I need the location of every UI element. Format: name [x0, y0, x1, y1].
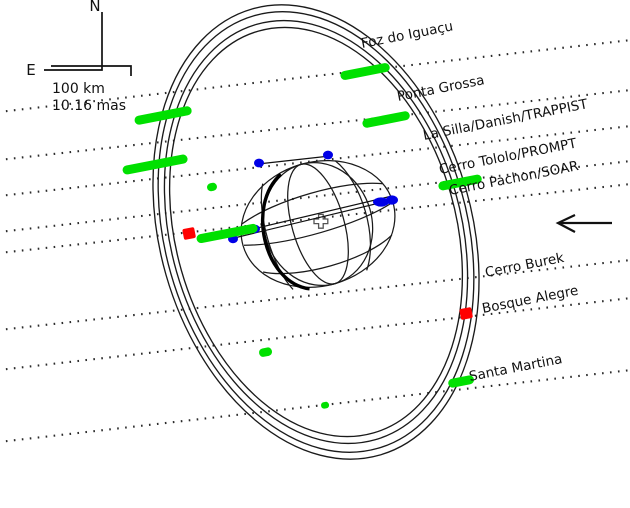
ring-detections-red: [182, 227, 473, 320]
body-parallel-1: [241, 182, 383, 225]
chord-path-cerro-pachon: [0, 183, 630, 254]
ring-strand-inner-2: [168, 26, 464, 438]
body-terminator: [260, 173, 310, 291]
body-chord-mid-2: [235, 195, 393, 234]
ring-system: [152, 4, 480, 460]
compass-lines: [44, 12, 103, 71]
body-center-cross-icon: [313, 213, 329, 229]
body-meridian-4: [334, 160, 372, 271]
chord-path-cerro-tololo: [0, 160, 630, 233]
compass-north-label: N: [89, 0, 100, 15]
scale-length-label: 100 km: [52, 81, 105, 97]
ring-strand-inner-1: [163, 19, 469, 445]
station-label-santa-martina: Santa Martina: [468, 351, 564, 385]
body-parallel-2: [243, 202, 393, 246]
ring-strand-outer-2: [157, 11, 475, 453]
ring-strand-outer-1: [152, 4, 480, 460]
chord-path-cerro-burek: [0, 259, 630, 331]
ring-detections-green: [122, 63, 482, 409]
body-chord-upper: [257, 155, 331, 165]
chord-path-la-silla: [0, 125, 630, 197]
chord-path-foz-do-iguacu: [0, 39, 630, 113]
body-parallel-3: [262, 234, 393, 275]
chord-path-bosque-alegre: [0, 297, 630, 371]
compass-east-label: E: [26, 61, 35, 79]
motion-direction-arrow-icon: [555, 214, 612, 233]
body-meridian-3: [260, 183, 294, 290]
station-label-bosque-alegre: Bosque Alegre: [481, 283, 580, 317]
station-label-cerro-burek: Cerro Burek: [484, 250, 566, 281]
scale-bar-line: [51, 65, 132, 76]
compass-rose: [44, 12, 103, 71]
chord-path-santa-martina: [0, 369, 630, 443]
scale-bar: [51, 65, 132, 76]
station-label-foz-do-iguacu: Foz do Iguaçu: [360, 18, 455, 52]
chord-path-ponta-grossa: [0, 89, 630, 161]
body-chord-mid: [233, 199, 393, 239]
scale-angular-label: 10.16 mas: [52, 98, 126, 114]
chord-path-group: [0, 39, 630, 443]
